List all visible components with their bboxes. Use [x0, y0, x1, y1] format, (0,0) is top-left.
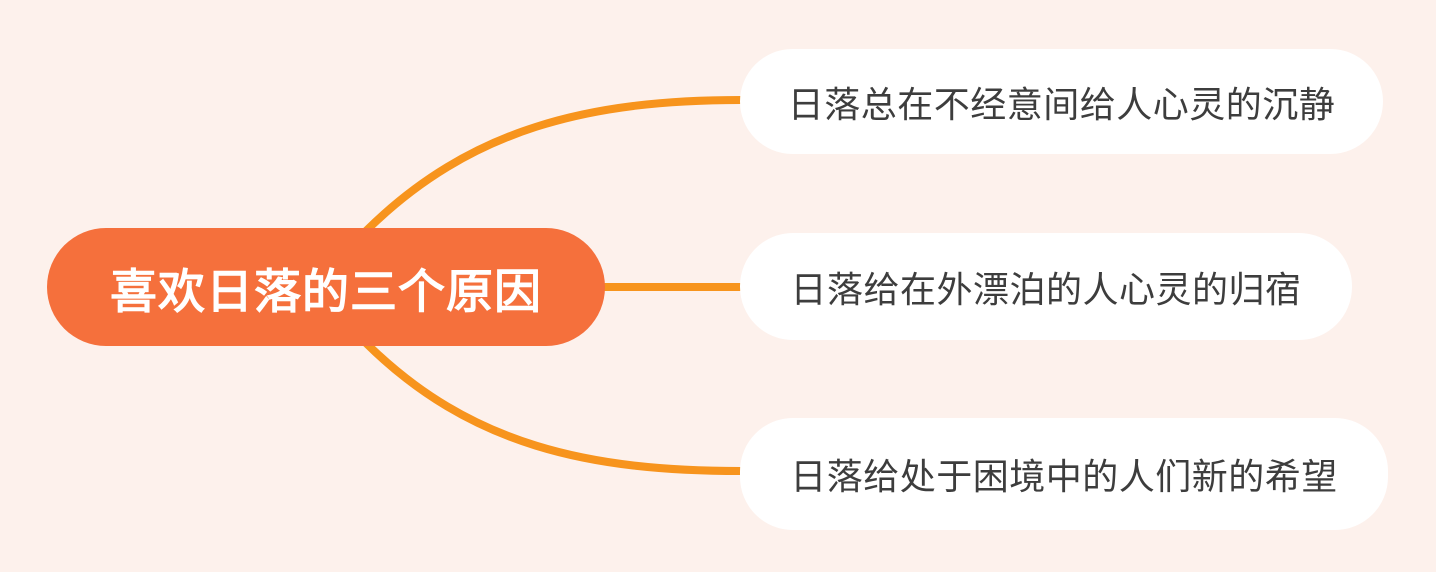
branch-node-3-label: 日落给处于困境中的人们新的希望 [790, 456, 1338, 497]
branch-node-1[interactable]: 日落总在不经意间给人心灵的沉静 [740, 49, 1383, 154]
root-node-label: 喜欢日落的三个原因 [110, 264, 542, 318]
connector-bottom [362, 339, 745, 475]
branch-node-2-label: 日落给在外漂泊的人心灵的归宿 [790, 268, 1302, 310]
connector-top [362, 96, 745, 235]
branch-node-2[interactable]: 日落给在外漂泊的人心灵的归宿 [740, 233, 1352, 340]
root-node[interactable]: 喜欢日落的三个原因 [47, 228, 605, 346]
branch-node-1-label: 日落总在不经意间给人心灵的沉静 [787, 83, 1336, 125]
branch-node-3[interactable]: 日落给处于困境中的人们新的希望 [740, 418, 1388, 530]
